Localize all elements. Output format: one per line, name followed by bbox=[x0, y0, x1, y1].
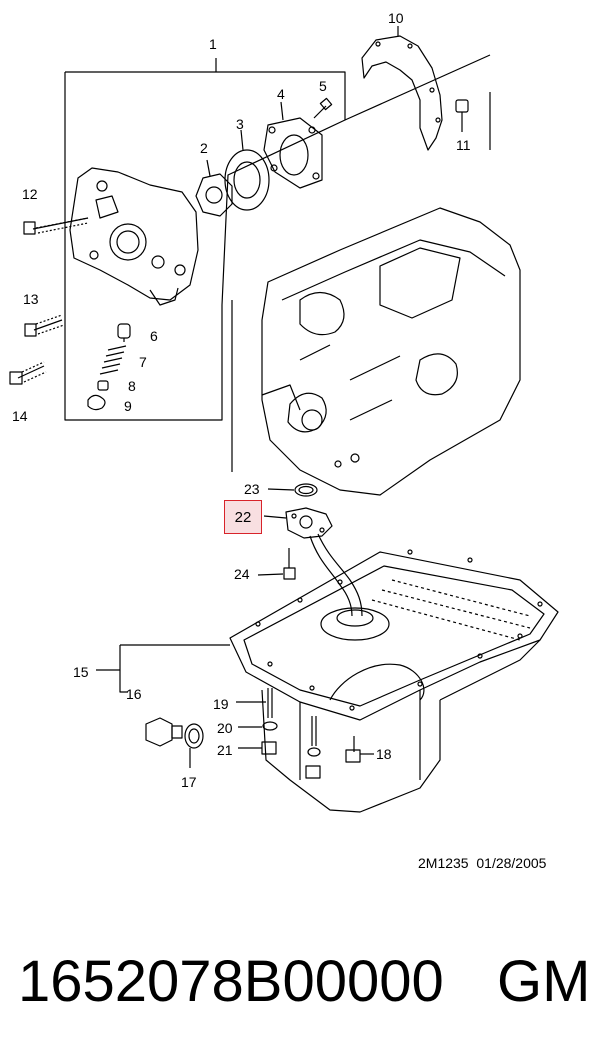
brand-label: GM bbox=[497, 949, 591, 1014]
callout-21: 21 bbox=[217, 742, 233, 758]
pump-cover-drawing bbox=[263, 101, 323, 189]
callout-8: 8 bbox=[128, 378, 136, 394]
drain-plug-16-drawing bbox=[145, 717, 183, 747]
drawing-code: 2M1235 bbox=[418, 855, 469, 871]
screw-5-drawing bbox=[313, 97, 333, 119]
callout-22-highlighted[interactable]: 22 bbox=[224, 500, 262, 534]
callout-20: 20 bbox=[217, 720, 233, 736]
callout-5: 5 bbox=[319, 78, 327, 94]
callout-14: 14 bbox=[12, 408, 28, 424]
callout-10: 10 bbox=[388, 10, 404, 26]
bolt-18-drawing bbox=[345, 736, 374, 763]
part-number: 1652078B00000 bbox=[18, 949, 444, 1014]
drawing-stamp: 2M1235 01/28/2005 bbox=[418, 855, 546, 871]
oil-pump-housing-drawing bbox=[69, 167, 199, 306]
callout-9: 9 bbox=[124, 398, 132, 414]
o-ring-23-drawing bbox=[267, 483, 318, 497]
engine-block-drawing bbox=[261, 207, 521, 496]
oil-pan-drawing bbox=[96, 549, 559, 813]
timing-cover-gasket-drawing bbox=[361, 26, 443, 151]
drawing-date: 01/28/2005 bbox=[476, 855, 547, 871]
callout-4: 4 bbox=[277, 86, 285, 102]
callout-13: 13 bbox=[23, 291, 39, 307]
callout-3: 3 bbox=[236, 116, 244, 132]
inner-rotor-drawing bbox=[195, 159, 233, 217]
callout-17: 17 bbox=[181, 774, 197, 790]
bolt-14-drawing bbox=[9, 361, 47, 385]
oil-strainer-22-drawing bbox=[263, 507, 390, 641]
relief-valve-drawing bbox=[87, 323, 131, 411]
stud-pair-drawing bbox=[305, 716, 321, 779]
callout-1: 1 bbox=[209, 36, 217, 52]
oil-pump-group-frame bbox=[64, 58, 346, 421]
bolt-13-drawing bbox=[24, 314, 65, 337]
callout-23: 23 bbox=[244, 481, 260, 497]
outer-rotor-drawing bbox=[224, 129, 270, 211]
callout-6: 6 bbox=[150, 328, 158, 344]
callout-12: 12 bbox=[22, 186, 38, 202]
dowel-11-drawing bbox=[455, 99, 469, 132]
callout-7: 7 bbox=[139, 354, 147, 370]
callout-16: 16 bbox=[126, 686, 142, 702]
stud-19-drawing bbox=[236, 688, 273, 718]
drain-gasket-17-drawing bbox=[184, 723, 204, 768]
callout-15: 15 bbox=[73, 664, 89, 680]
callout-11: 11 bbox=[456, 137, 471, 153]
exploded-parts-diagram bbox=[9, 26, 559, 813]
callout-18: 18 bbox=[376, 746, 392, 762]
nut-21-drawing bbox=[238, 741, 277, 755]
callout-19: 19 bbox=[213, 696, 229, 712]
callout-2: 2 bbox=[200, 140, 208, 156]
callout-24: 24 bbox=[234, 566, 250, 582]
bolt-24-drawing bbox=[257, 548, 296, 580]
bolt-12-drawing bbox=[23, 217, 89, 235]
engine-block-frame bbox=[231, 54, 491, 472]
washer-20-drawing bbox=[238, 721, 278, 731]
